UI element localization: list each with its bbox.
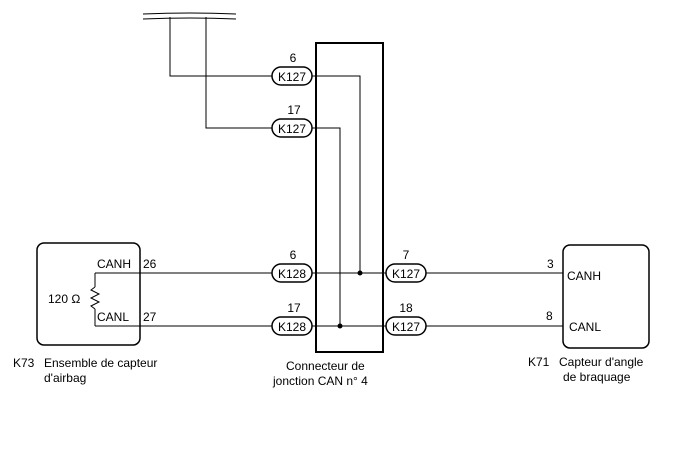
right-ecu-box [562,244,650,349]
right-ecu-code: K71 [528,355,550,369]
left-ecu-box [36,242,141,346]
connector-label: K127 [392,320,420,334]
left-ecu-code: K73 [13,356,35,370]
bus-wire-upper-2 [205,17,272,129]
pin-number: 18 [399,301,413,315]
junction-label-line2: jonction CAN n° 4 [272,374,368,388]
junction-connector-box [315,42,384,353]
left-ecu-name-line2: d'airbag [44,371,86,385]
pin-number: 6 [290,248,297,262]
left-canl-label: CANL [97,310,129,324]
connector-upper-1: K127 6 [271,51,313,86]
right-ecu-name-line1: Capteur d'angle [559,355,644,369]
connector-junction-left-h: K128 6 [271,248,313,283]
pin-number: 7 [403,248,410,262]
right-canh-label: CANH [567,269,601,283]
connector-upper-2: K127 17 [271,103,313,138]
pin-number: 6 [290,51,297,65]
bus-wire-upper-1 [169,17,272,77]
junction-internal-wire-h [312,75,361,273]
right-ecu-name-line2: de braquage [563,370,631,384]
connector-label: K127 [278,70,306,84]
resistor-icon [89,286,101,310]
right-canl-label: CANL [569,320,601,334]
connector-label: K128 [278,320,306,334]
right-pin-canh: 3 [547,257,554,271]
junction-internal-wire-l [312,127,341,326]
right-pin-canl: 8 [546,309,553,323]
connector-junction-right-l: K127 18 [385,301,427,336]
wire-break-symbol [142,12,237,20]
connector-junction-left-l: K128 17 [271,301,313,336]
left-pin-canl: 27 [143,310,157,324]
left-canh-label: CANH [97,257,131,271]
left-pin-canh: 26 [143,257,157,271]
pin-number: 17 [287,103,301,117]
connector-junction-right-h: K127 7 [385,248,427,283]
connector-label: K128 [278,267,306,281]
connector-label: K127 [278,122,306,136]
left-ecu-name-line1: Ensemble de capteur [44,356,157,370]
resistor-value: 120 Ω [48,292,80,306]
pin-number: 17 [287,301,301,315]
junction-label-line1: Connecteur de [286,359,365,373]
connector-label: K127 [392,267,420,281]
